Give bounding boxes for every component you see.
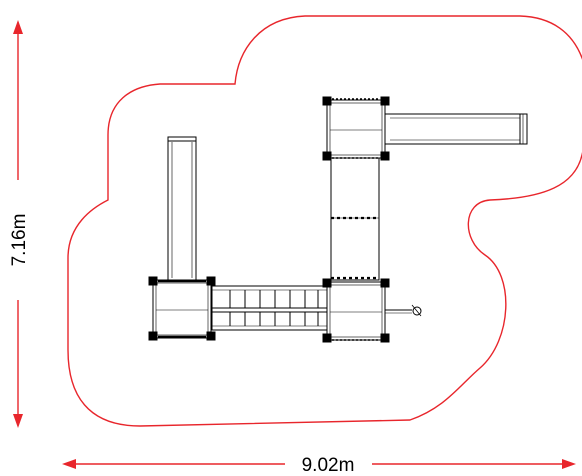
- safety-zone-outline: [67, 15, 582, 427]
- platform-top-right: [322, 96, 390, 161]
- height-label: 7.16m: [9, 214, 30, 267]
- width-arrowhead-left: [62, 459, 76, 469]
- vertical-connector: [330, 157, 380, 281]
- height-arrowhead-top: [13, 20, 23, 34]
- platform-bottom-left: [148, 276, 216, 341]
- slide-right: [384, 113, 528, 145]
- height-dimension: 7.16m: [9, 20, 30, 428]
- height-arrowhead-bottom: [13, 414, 23, 428]
- slide-up: [167, 136, 197, 281]
- rope-bridge: [211, 285, 328, 331]
- play-structure: [148, 96, 528, 343]
- width-arrowhead-right: [562, 459, 576, 469]
- platform-bottom-right: [322, 278, 390, 343]
- bridge-rungs: [229, 290, 319, 326]
- width-label: 9.02m: [302, 455, 355, 476]
- steering-wheel-icon: [385, 304, 422, 317]
- width-dimension: 9.02m: [62, 455, 576, 476]
